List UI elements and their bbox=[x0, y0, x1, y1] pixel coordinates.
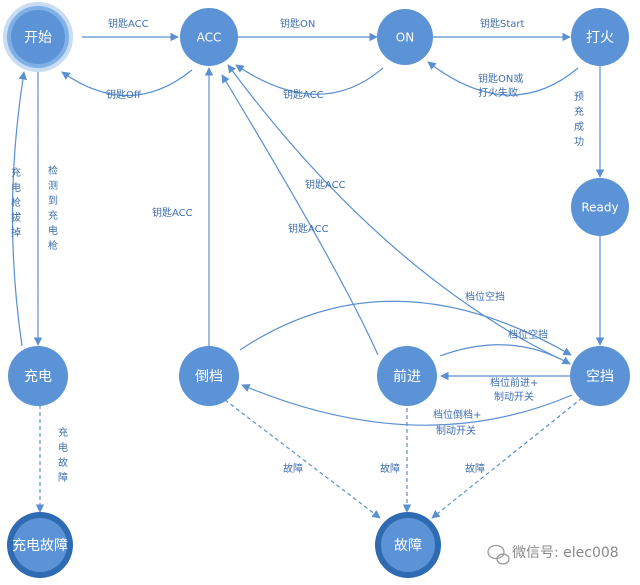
label-charge-start-char: 电 bbox=[11, 181, 21, 194]
node-ready[interactable]: Ready bbox=[571, 178, 629, 236]
node-charge-label: 充电 bbox=[24, 369, 52, 385]
edge-fault-reverse bbox=[224, 399, 381, 519]
nodes: 开始 ACC ON 打火 Ready 充电 倒档 bbox=[3, 2, 630, 578]
edge-charge-start bbox=[11, 71, 27, 347]
node-start-label: 开始 bbox=[24, 30, 52, 46]
node-ready-label: Ready bbox=[581, 201, 618, 215]
node-acc[interactable]: ACC bbox=[180, 8, 238, 66]
label-neutral-reverse-1: 档位倒档+ bbox=[433, 408, 481, 421]
edge-neutral-reverse bbox=[241, 384, 573, 426]
label-neutral-forward-2: 制动开关 bbox=[494, 390, 534, 403]
watermark-text: 微信号: elec008 bbox=[512, 545, 619, 561]
label-neutral-acc: 钥匙ACC bbox=[305, 178, 346, 191]
label-ignite-on-1: 钥匙ON或 bbox=[478, 72, 523, 85]
label-charge-start-char: 充 bbox=[11, 166, 21, 179]
edge-on-acc bbox=[235, 64, 384, 95]
label-forward-neutral: 档位空挡 bbox=[508, 328, 548, 341]
node-fault-label: 故障 bbox=[394, 538, 422, 554]
node-acc-label: ACC bbox=[197, 31, 222, 45]
label-start-charge-char: 测 bbox=[48, 179, 58, 192]
label-start-charge-char: 枪 bbox=[48, 239, 58, 252]
node-forward[interactable]: 前进 bbox=[377, 346, 437, 406]
label-reverse-neutral: 档位空挡 bbox=[465, 290, 505, 303]
node-charge-fault[interactable]: 充电故障 bbox=[7, 512, 73, 578]
node-start[interactable]: 开始 bbox=[3, 2, 73, 72]
label-start-charge-char: 充 bbox=[48, 209, 58, 222]
label-on-acc: 钥匙ACC bbox=[283, 88, 324, 101]
edge-labels: 钥匙ACC 钥匙Off 钥匙ON 钥匙ACC 钥匙Start 钥匙ON或 打火失… bbox=[11, 17, 584, 484]
watermark: 微信号: elec008 bbox=[487, 544, 619, 565]
label-ignite-ready-char: 预 bbox=[574, 91, 584, 103]
label-ignite-ready-char: 功 bbox=[574, 136, 584, 148]
label-charge-fault-char: 障 bbox=[58, 471, 68, 484]
edge-ignite-on bbox=[427, 61, 579, 96]
label-charge-start-char: 枪 bbox=[11, 196, 21, 209]
label-charge-fault-char: 充 bbox=[58, 426, 68, 439]
label-acc-on: 钥匙ON bbox=[280, 17, 315, 30]
label-fault-reverse: 故障 bbox=[283, 462, 303, 475]
node-charge[interactable]: 充电 bbox=[8, 346, 68, 406]
label-reverse-acc: 钥匙ACC bbox=[152, 206, 193, 219]
node-reverse[interactable]: 倒档 bbox=[179, 346, 239, 406]
label-ignite-on-2: 打火失败 bbox=[478, 86, 518, 99]
label-charge-start-char: 掉 bbox=[11, 226, 21, 239]
label-ignite-ready: 预 充 成 功 bbox=[574, 91, 584, 148]
label-charge-start-char: 拔 bbox=[11, 211, 21, 224]
label-charge-fault-char: 电 bbox=[58, 441, 68, 454]
label-charge-start: 充 电 枪 拔 掉 bbox=[11, 166, 21, 239]
label-neutral-reverse-2: 制动开关 bbox=[436, 424, 476, 437]
label-charge-fault-char: 故 bbox=[58, 456, 68, 469]
label-on-ignite: 钥匙Start bbox=[480, 17, 525, 30]
label-charge-fault: 充 电 故 障 bbox=[58, 426, 68, 484]
edge-acc-start bbox=[61, 69, 193, 97]
label-start-charge-char: 到 bbox=[48, 195, 58, 207]
label-start-charge-char: 电 bbox=[48, 224, 58, 237]
label-start-acc: 钥匙ACC bbox=[108, 17, 149, 30]
label-ignite-ready-char: 成 bbox=[574, 121, 584, 133]
label-ignite-ready-char: 充 bbox=[574, 105, 584, 118]
node-fault[interactable]: 故障 bbox=[375, 512, 441, 578]
label-start-charge-char: 检 bbox=[48, 164, 58, 177]
node-on-label: ON bbox=[396, 31, 414, 45]
label-forward-acc: 钥匙ACC bbox=[288, 222, 329, 235]
node-forward-label: 前进 bbox=[393, 368, 421, 385]
node-charge-fault-label: 充电故障 bbox=[12, 538, 68, 554]
label-start-charge: 检 测 到 充 电 枪 bbox=[48, 164, 58, 252]
node-ignite[interactable]: 打火 bbox=[571, 8, 629, 66]
edge-neutral-acc bbox=[227, 64, 559, 359]
label-acc-start: 钥匙Off bbox=[106, 88, 142, 101]
wechat-icon bbox=[487, 544, 510, 565]
label-neutral-forward-1: 档位前进+ bbox=[490, 376, 538, 389]
edge-forward-acc bbox=[221, 74, 379, 356]
node-neutral-label: 空挡 bbox=[586, 369, 614, 385]
label-fault-neutral: 故障 bbox=[465, 462, 485, 475]
edge-forward-neutral bbox=[439, 344, 571, 365]
node-reverse-label: 倒档 bbox=[195, 369, 223, 385]
edges bbox=[11, 32, 605, 519]
edge-reverse-neutral bbox=[239, 300, 572, 356]
node-ignite-label: 打火 bbox=[586, 29, 614, 46]
node-neutral[interactable]: 空挡 bbox=[570, 346, 630, 406]
node-on[interactable]: ON bbox=[377, 9, 433, 65]
label-fault-forward: 故障 bbox=[380, 462, 400, 475]
